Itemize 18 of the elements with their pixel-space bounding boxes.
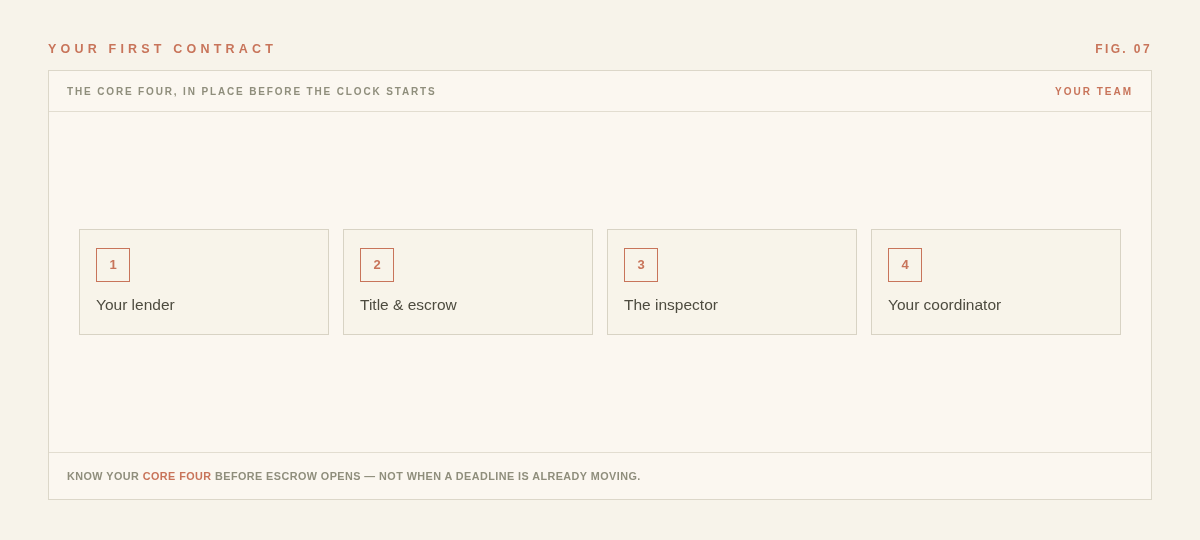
team-card bbox=[607, 229, 857, 335]
callout-number: 1 bbox=[96, 248, 130, 282]
card-label: The inspector bbox=[624, 296, 718, 314]
card-label: Title & escrow bbox=[360, 296, 457, 314]
footer-note: KNOW YOUR CORE FOUR BEFORE ESCROW OPENS — NOT WHEN A DEADLINE IS ALREADY MOVING. bbox=[67, 469, 641, 483]
team-card bbox=[343, 229, 593, 335]
card-label: Your coordinator bbox=[888, 296, 1002, 314]
section-tag: YOUR TEAM bbox=[1055, 85, 1133, 98]
team-card bbox=[79, 229, 329, 335]
panel bbox=[48, 70, 1152, 500]
callout-number: 3 bbox=[624, 248, 658, 282]
card-label: Your lender bbox=[96, 296, 175, 314]
callout-number: 2 bbox=[360, 248, 394, 282]
panel-heading: THE CORE FOUR, IN PLACE BEFORE THE CLOCK STARTS bbox=[67, 85, 437, 98]
team-card bbox=[871, 229, 1121, 335]
callout-number: 4 bbox=[888, 248, 922, 282]
diagram-title: YOUR FIRST CONTRACT bbox=[48, 41, 278, 58]
figure-number: FIG. 07 bbox=[1095, 41, 1152, 58]
